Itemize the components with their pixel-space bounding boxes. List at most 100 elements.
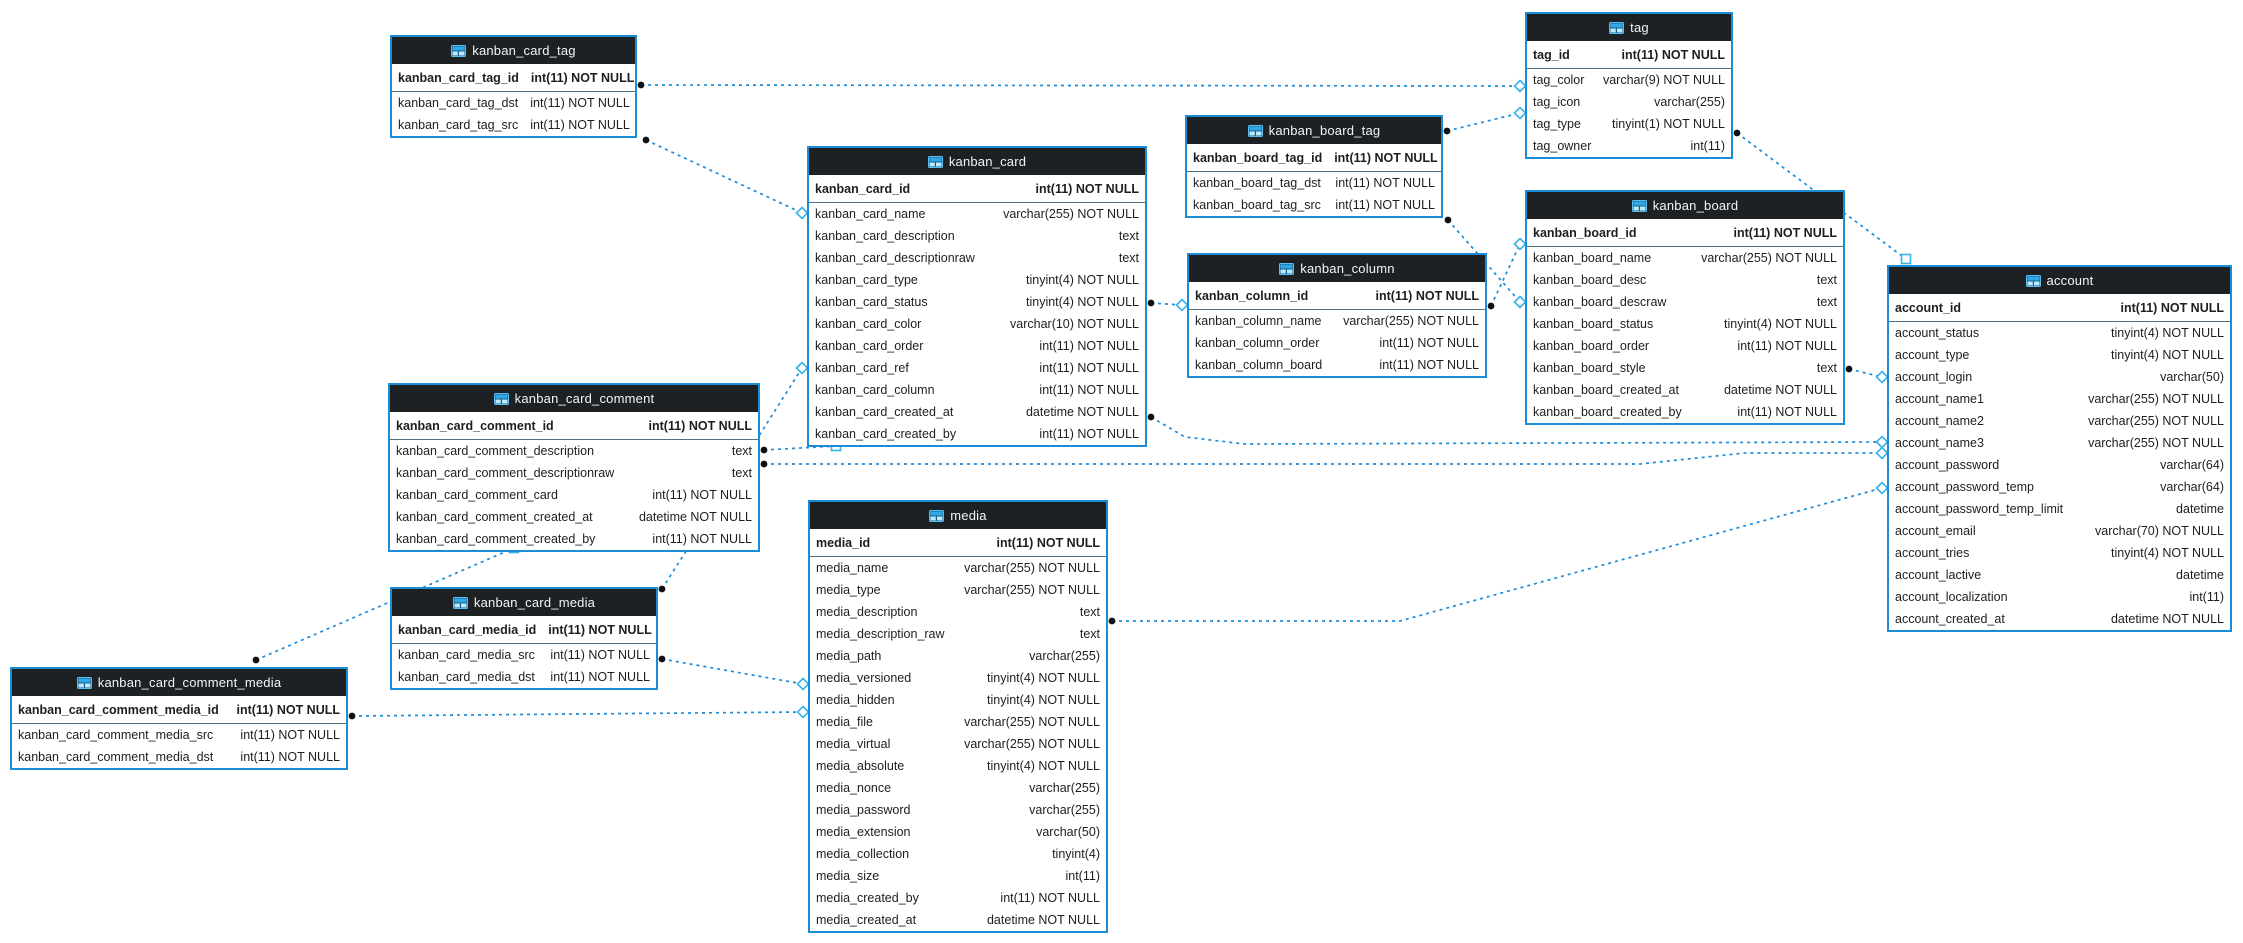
relation-line-kanban_card_comment_media-to-media[interactable] [351,711,804,717]
table-header-account[interactable]: account [1889,267,2230,294]
table-header-kanban_board[interactable]: kanban_board [1527,192,1843,219]
relation-line-media-to-account[interactable] [1112,487,1883,622]
table-header-kanban_card[interactable]: kanban_card [809,148,1145,175]
relation-line-kanban_card_tag-to-tag[interactable] [640,84,1521,87]
table-header-kanban_column[interactable]: kanban_column [1189,255,1485,282]
table-header-media[interactable]: media [810,502,1106,529]
relation-line-kanban_board_tag-to-tag[interactable] [1446,112,1521,132]
table-header-tag[interactable]: tag [1527,14,1731,41]
table-header-kanban_card_comment_media[interactable]: kanban_card_comment_media [12,669,346,696]
table-header-kanban_card_comment[interactable]: kanban_card_comment [390,385,758,412]
relation-line-kanban_card_media-to-kanban_card[interactable] [661,367,803,590]
relation-line-kanban_card_comment-to-account[interactable] [764,452,1882,465]
relation-line-kanban_card_media-to-media[interactable] [661,658,804,685]
table-header-kanban_card_tag[interactable]: kanban_card_tag [392,37,635,64]
table-header-kanban_card_media[interactable]: kanban_card_media [392,589,656,616]
relation-line-kanban_card_tag-to-kanban_card[interactable] [645,139,803,214]
relation-line-kanban_board-to-account[interactable] [1848,368,1883,378]
